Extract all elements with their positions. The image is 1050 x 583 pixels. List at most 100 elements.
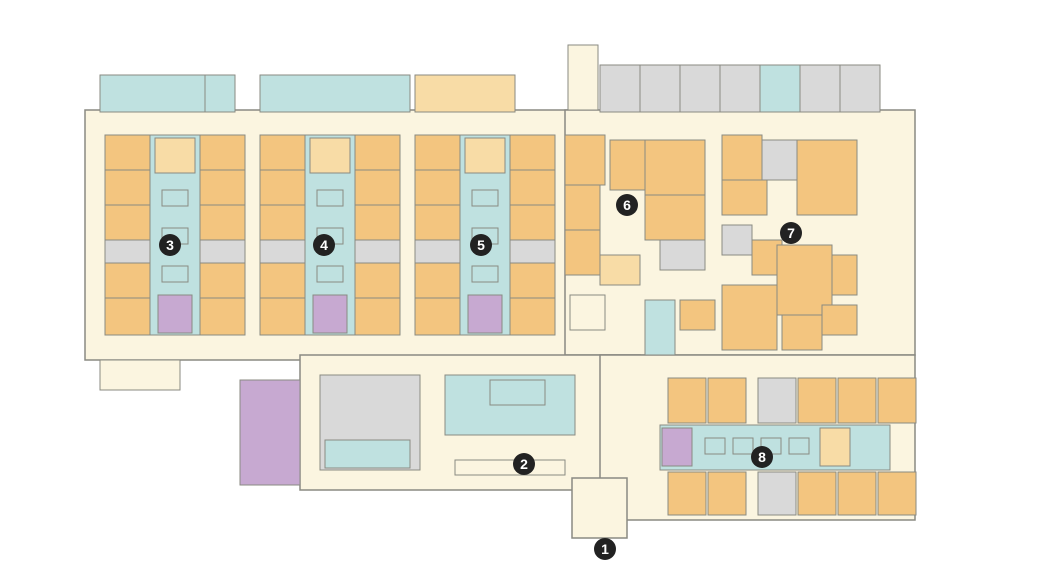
marker-5-label: 5 [477, 237, 485, 253]
cluster-7-room [821, 304, 858, 336]
marker-2[interactable]: 2 [513, 453, 535, 475]
patient-room [104, 297, 151, 336]
patient-room [877, 471, 917, 516]
marker-3[interactable]: 3 [159, 234, 181, 256]
cluster-6-room [644, 299, 676, 356]
table [161, 265, 189, 283]
table [788, 437, 810, 455]
entrance-vestibule [571, 477, 628, 539]
cluster-6-room [679, 299, 716, 331]
patient-room [354, 297, 401, 336]
patient-room [199, 262, 246, 299]
pod-utility-room [467, 294, 503, 334]
patient-room [707, 377, 747, 424]
patient-room [757, 471, 797, 516]
office-annex [204, 74, 236, 113]
marker-8-label: 8 [758, 449, 766, 465]
patient-room [259, 297, 306, 336]
rooms [99, 44, 917, 516]
patient-room [259, 204, 306, 241]
cluster-6-room [564, 134, 606, 186]
patient-room [354, 134, 401, 171]
patient-room [104, 204, 151, 241]
marker-1[interactable]: 1 [594, 538, 616, 560]
patient-room [259, 239, 306, 264]
cluster-6-room [644, 194, 706, 241]
marker-5[interactable]: 5 [470, 234, 492, 256]
patient-room [259, 262, 306, 299]
patient-room [509, 262, 556, 299]
table [471, 189, 499, 207]
support-room [799, 64, 841, 113]
patient-room [199, 134, 246, 171]
marker-circle [159, 234, 181, 256]
conference-room-1 [99, 74, 206, 113]
lounge-room [414, 74, 516, 113]
cluster-6-room [609, 139, 646, 191]
patient-room [837, 377, 877, 424]
marker-circle [594, 538, 616, 560]
cluster-6-room [644, 139, 706, 196]
cluster-7-room [721, 134, 763, 181]
patient-room [199, 239, 246, 264]
patient-room [667, 471, 707, 516]
marker-circle [313, 234, 335, 256]
marker-1-label: 1 [601, 541, 609, 557]
cluster-6-room [599, 254, 641, 286]
purple-conference-room [239, 379, 301, 486]
cluster-6-room [564, 229, 601, 276]
marker-7[interactable]: 7 [780, 222, 802, 244]
patient-room [104, 239, 151, 264]
seating-row [454, 459, 566, 476]
table [704, 437, 726, 455]
patient-room [509, 134, 556, 171]
support-room [639, 64, 681, 113]
table [316, 265, 344, 283]
support-room [679, 64, 721, 113]
marker-4-label: 4 [320, 237, 328, 253]
patient-room [259, 134, 306, 171]
patient-room [509, 169, 556, 206]
table [471, 265, 499, 283]
nurse-station [464, 137, 506, 174]
patient-room [414, 239, 461, 264]
patient-room [509, 204, 556, 241]
patient-room [259, 169, 306, 206]
marker-6[interactable]: 6 [616, 194, 638, 216]
cluster-6-room [659, 239, 706, 271]
patient-room [199, 204, 246, 241]
pod-utility-room [157, 294, 193, 334]
cluster-7-room [831, 254, 858, 296]
support-room [759, 64, 801, 113]
cluster-6-room [569, 294, 606, 331]
patient-room [104, 169, 151, 206]
patient-room [837, 471, 877, 516]
cluster-7-room [721, 224, 753, 256]
cluster-7-room [781, 314, 823, 351]
restroom-accessible [324, 439, 411, 469]
patient-room [509, 239, 556, 264]
cluster-7-room [796, 139, 858, 216]
patient-room [354, 169, 401, 206]
cluster-7-room [761, 139, 798, 181]
marker-circle [616, 194, 638, 216]
marker-8[interactable]: 8 [751, 446, 773, 468]
patient-room [104, 262, 151, 299]
patient-room [877, 377, 917, 424]
cluster-6-room [564, 184, 601, 231]
patient-room [414, 262, 461, 299]
cluster-7-room [721, 179, 768, 216]
support-room [839, 64, 881, 113]
conference-room-2 [259, 74, 411, 113]
support-room [719, 64, 761, 113]
patient-room [414, 169, 461, 206]
patient-room [757, 377, 797, 424]
table [161, 189, 189, 207]
patient-room [354, 204, 401, 241]
marker-7-label: 7 [787, 225, 795, 241]
marker-4[interactable]: 4 [313, 234, 335, 256]
patient-room [199, 169, 246, 206]
teal-office [489, 379, 546, 406]
pod-utility-room [312, 294, 348, 334]
